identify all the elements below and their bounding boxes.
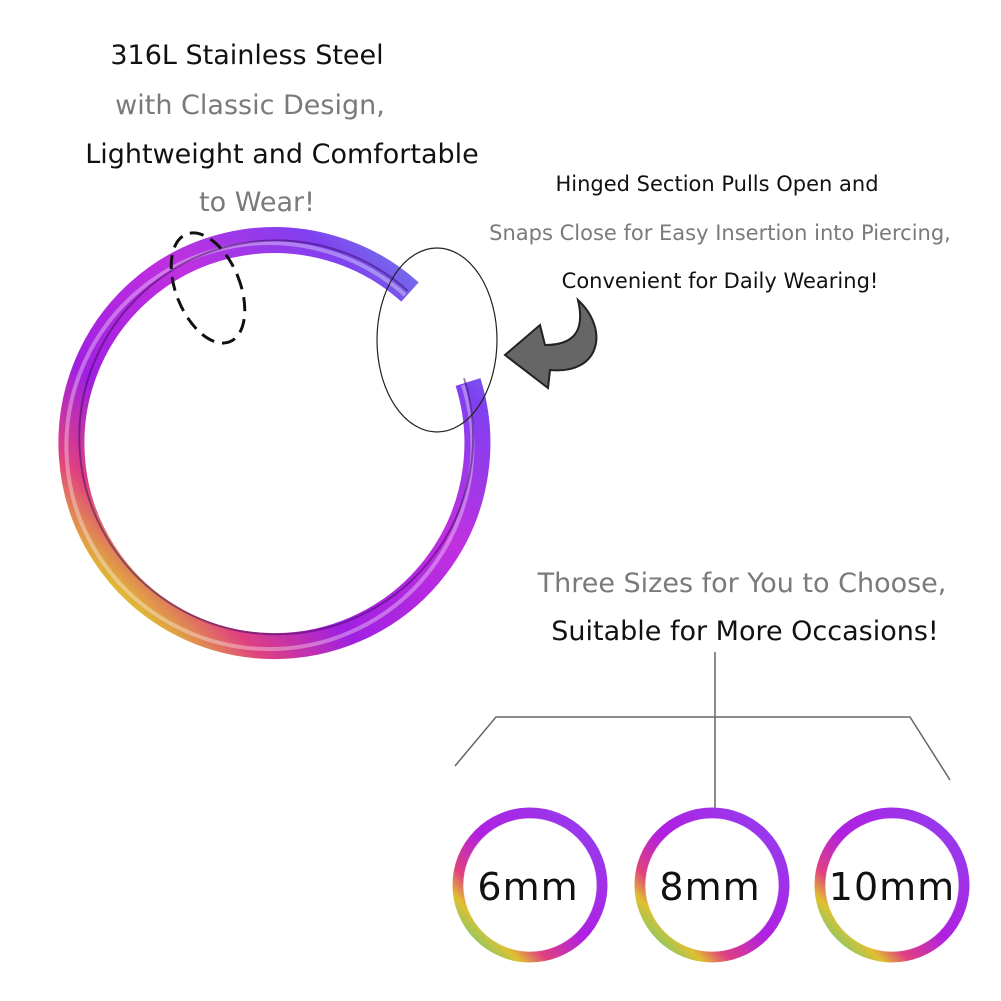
- hinge-highlight-ellipse: [376, 247, 498, 433]
- hinge-line-2: Snaps Close for Easy Insertion into Pier…: [489, 221, 951, 245]
- material-line-2: with Classic Design,: [115, 90, 385, 121]
- size-bracket: [454, 652, 951, 810]
- size-label-10mm: 10mm: [828, 865, 956, 909]
- curved-arrow-icon: [503, 297, 598, 390]
- size-label-6mm: 6mm: [477, 865, 579, 909]
- material-line-1: 316L Stainless Steel: [110, 40, 384, 71]
- material-line-4: to Wear!: [199, 187, 315, 218]
- hinge-line-3: Convenient for Daily Wearing!: [561, 269, 879, 293]
- sizes-line-1: Three Sizes for You to Choose,: [537, 568, 947, 599]
- hinge-line-1: Hinged Section Pulls Open and: [555, 172, 879, 196]
- sizes-line-2: Suitable for More Occasions!: [551, 616, 939, 647]
- size-label-8mm: 8mm: [659, 865, 761, 909]
- size-rings: [452, 807, 970, 963]
- material-line-3: Lightweight and Comfortable: [85, 139, 479, 170]
- dashed-highlight-ellipse: [169, 231, 247, 345]
